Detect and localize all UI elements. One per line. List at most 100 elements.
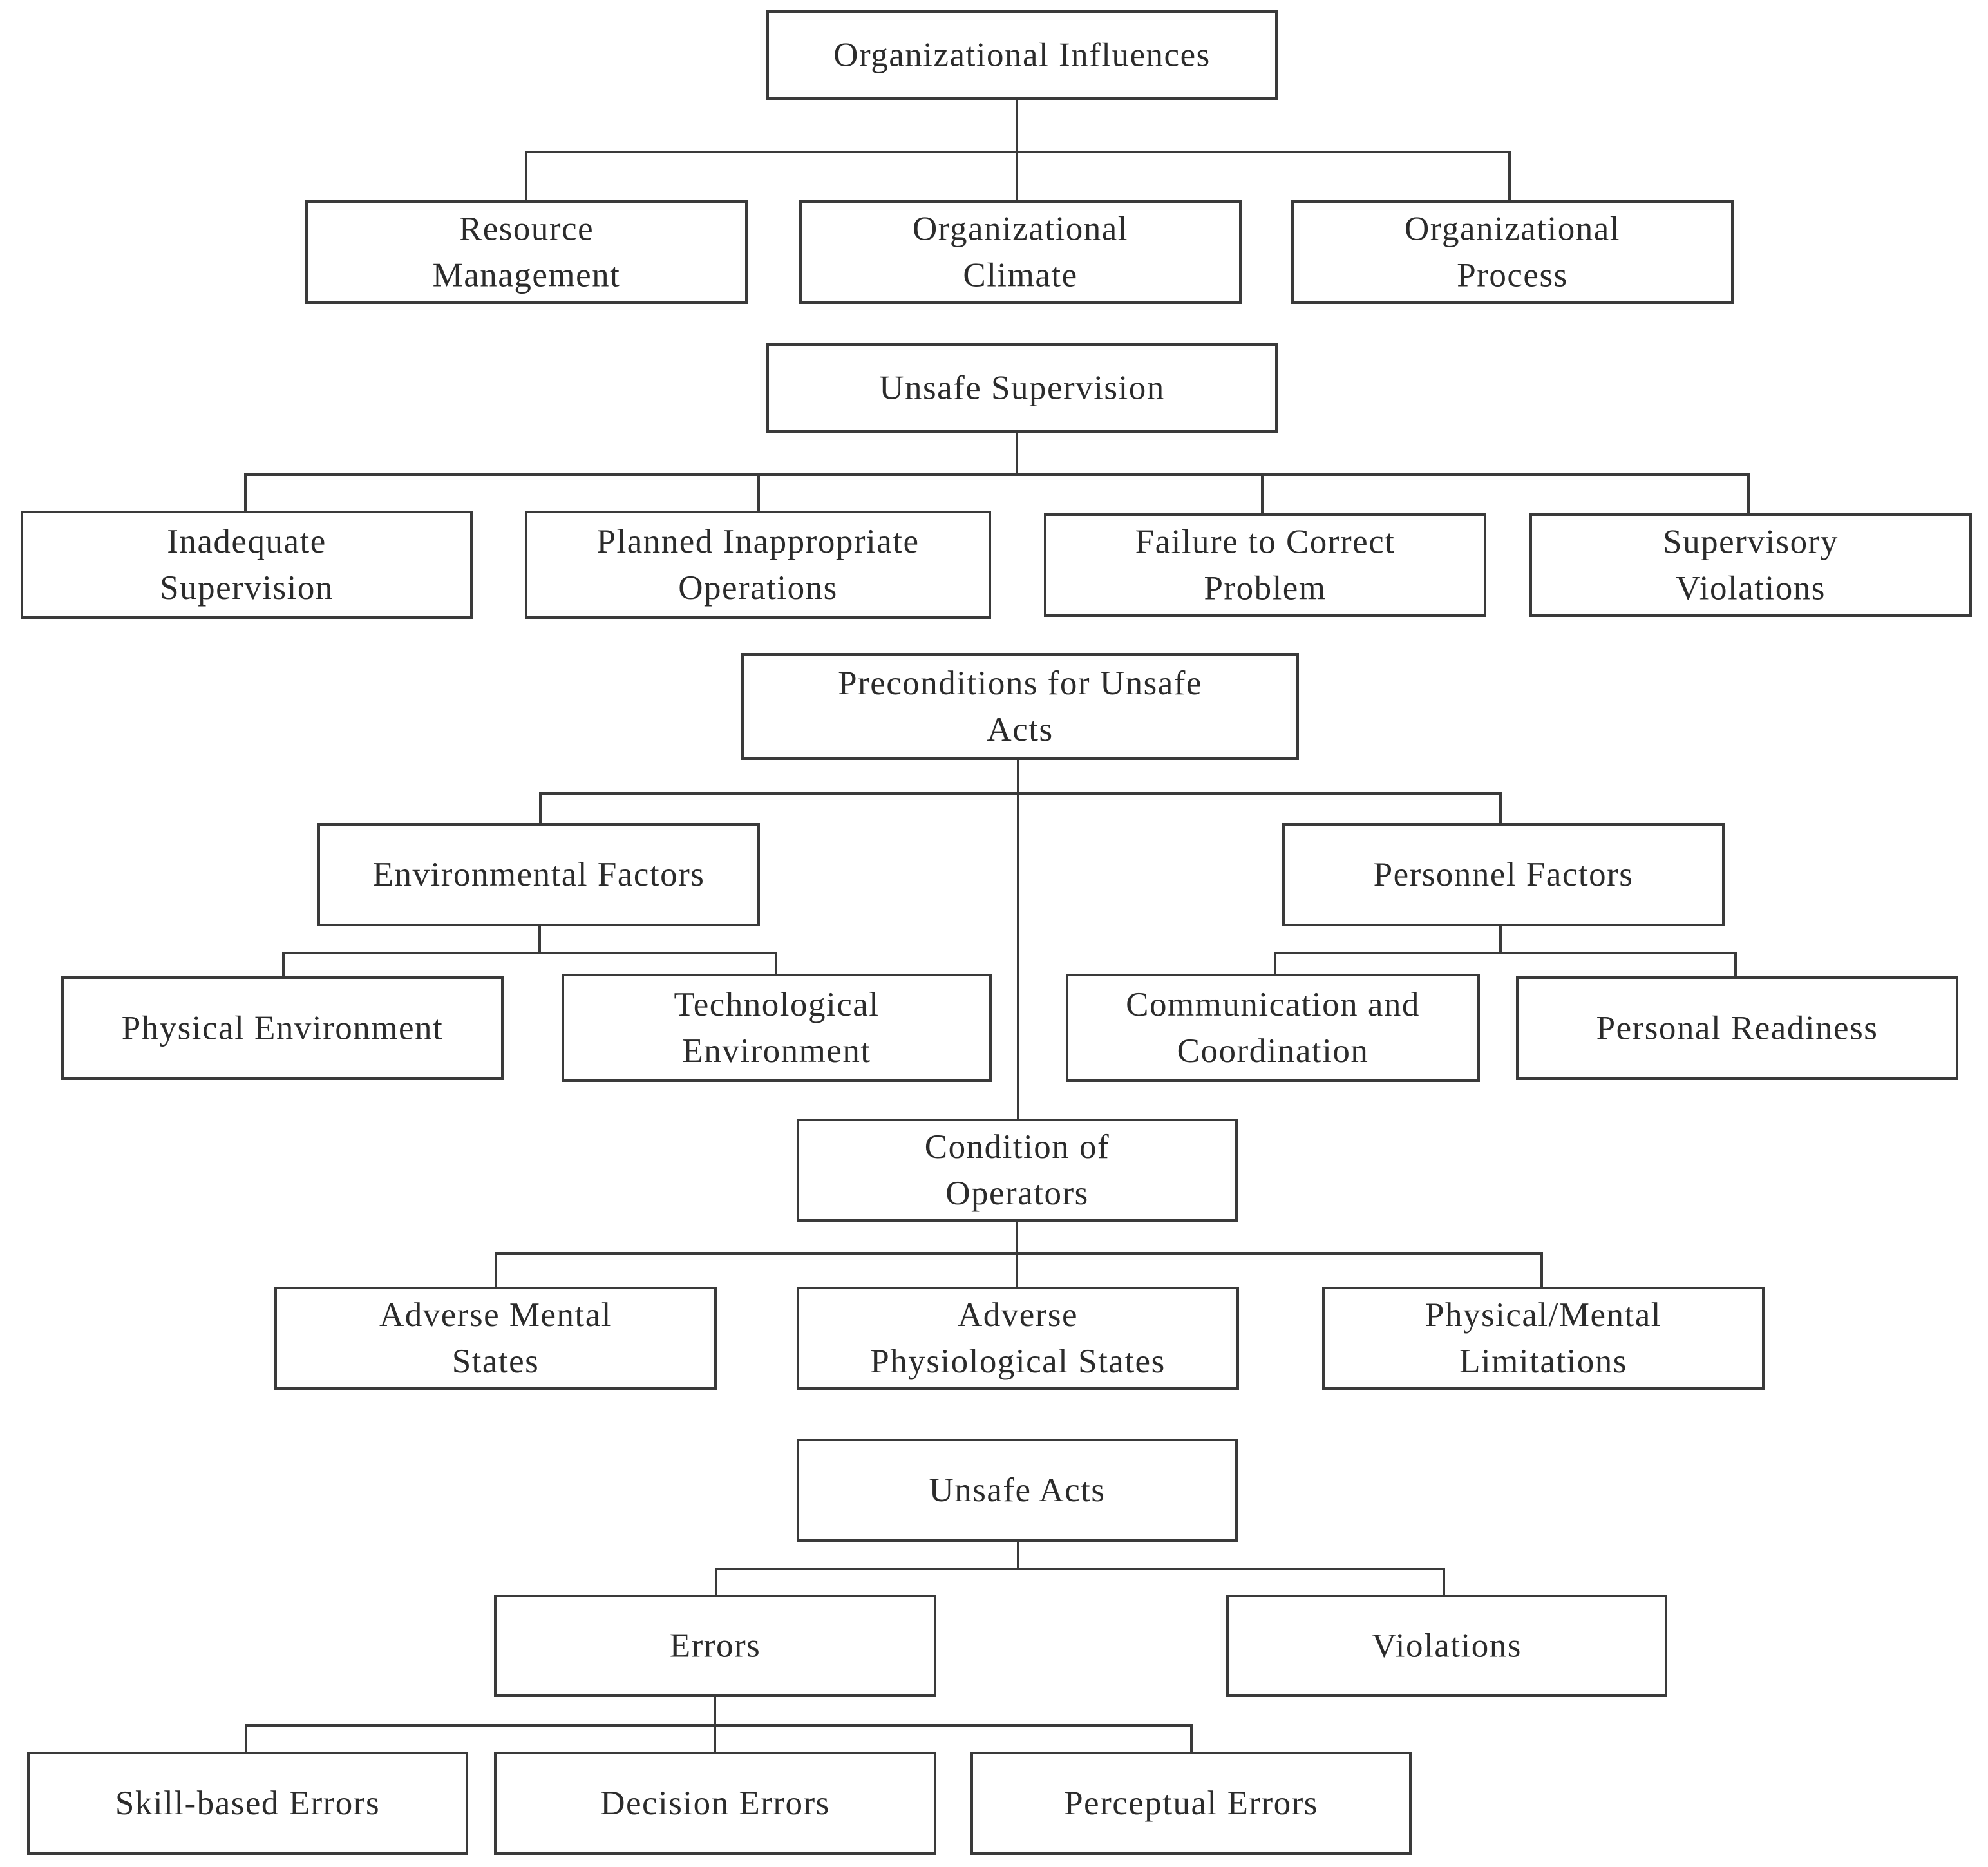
- node-decision-errors: Decision Errors: [494, 1752, 936, 1855]
- node-organizational-influences: Organizational Influences: [766, 10, 1278, 100]
- node-label-skill-based-errors-line-1: Skill-based Errors: [115, 1785, 380, 1822]
- connector-personnel-factors: [1274, 924, 1737, 979]
- connectors: [244, 97, 1750, 1754]
- node-label-organizational-climate-line-1: Organizational: [913, 211, 1128, 248]
- node-label-planned-inappropriate-operations-line-1: Planned Inappropriate: [597, 523, 920, 560]
- node-box-preconditions-for-unsafe-acts: [741, 653, 1299, 760]
- node-box-condition-of-operators: [797, 1119, 1238, 1222]
- node-label-adverse-mental-states-line-1: Adverse Mental: [379, 1296, 612, 1334]
- node-box-unsafe-acts: [797, 1439, 1238, 1542]
- connector-errors: [245, 1694, 1193, 1754]
- node-label-resource-management-line-1: Resource: [459, 211, 594, 248]
- connector-organizational-influences: [525, 97, 1511, 203]
- node-errors: Errors: [494, 1595, 936, 1697]
- node-label-technological-environment-line-1: Technological: [674, 986, 880, 1023]
- node-perceptual-errors: Perceptual Errors: [970, 1752, 1412, 1855]
- node-label-resource-management-line-2: Management: [433, 257, 621, 294]
- node-label-unsafe-supervision-line-1: Unsafe Supervision: [879, 370, 1165, 407]
- node-physical-environment: Physical Environment: [61, 976, 504, 1080]
- node-box-adverse-mental-states: [274, 1287, 717, 1390]
- node-condition-of-operators: Condition of Operators: [797, 1119, 1238, 1222]
- node-box-unsafe-supervision: [766, 343, 1278, 433]
- node-box-physical-environment: [61, 976, 504, 1080]
- node-label-inadequate-supervision-line-1: Inadequate: [167, 523, 326, 560]
- node-box-communication-and-coordination: [1066, 974, 1480, 1082]
- node-label-organizational-climate-line-2: Climate: [963, 257, 1077, 294]
- node-box-decision-errors: [494, 1752, 936, 1855]
- node-label-physical-mental-limitations-line-1: Physical/Mental: [1425, 1296, 1661, 1334]
- node-unsafe-supervision: Unsafe Supervision: [766, 343, 1278, 433]
- node-label-preconditions-for-unsafe-acts-line-2: Acts: [987, 711, 1053, 748]
- node-box-inadequate-supervision: [21, 511, 473, 619]
- node-label-condition-of-operators-line-2: Operators: [945, 1175, 1088, 1212]
- node-box-personal-readiness: [1516, 976, 1958, 1080]
- node-box-technological-environment: [562, 974, 992, 1082]
- node-box-organizational-climate: [799, 200, 1242, 304]
- node-label-communication-and-coordination-line-2: Coordination: [1177, 1032, 1369, 1070]
- node-box-failure-to-correct-problem: [1044, 513, 1486, 617]
- node-box-violations: [1226, 1595, 1667, 1697]
- node-personal-readiness: Personal Readiness: [1516, 976, 1958, 1080]
- node-label-personnel-factors-line-1: Personnel Factors: [1374, 856, 1634, 893]
- node-label-organizational-process-line-1: Organizational: [1405, 211, 1620, 248]
- node-label-supervisory-violations-line-1: Supervisory: [1663, 524, 1839, 561]
- connector-environmental-factors: [282, 924, 777, 979]
- node-label-technological-environment-line-2: Environment: [682, 1032, 871, 1070]
- connector-unsafe-acts: [715, 1539, 1445, 1597]
- node-box-personnel-factors: [1282, 823, 1725, 926]
- node-label-planned-inappropriate-operations-line-2: Operations: [678, 569, 838, 607]
- node-label-condition-of-operators-line-1: Condition of: [925, 1128, 1110, 1166]
- node-label-failure-to-correct-problem-line-1: Failure to Correct: [1135, 524, 1396, 561]
- node-box-organizational-process: [1291, 200, 1734, 304]
- node-box-errors: [494, 1595, 936, 1697]
- node-box-adverse-physiological-states: [797, 1287, 1239, 1390]
- node-label-adverse-physiological-states-line-1: Adverse: [958, 1296, 1078, 1334]
- node-label-preconditions-for-unsafe-acts-line-1: Preconditions for Unsafe: [838, 665, 1202, 702]
- connector-condition-of-operators: [495, 1219, 1543, 1289]
- node-label-unsafe-acts-line-1: Unsafe Acts: [929, 1472, 1105, 1509]
- node-label-environmental-factors-line-1: Environmental Factors: [373, 856, 705, 893]
- node-box-supervisory-violations: [1529, 513, 1972, 617]
- node-box-environmental-factors: [317, 823, 760, 926]
- node-box-planned-inappropriate-operations: [525, 511, 991, 619]
- node-label-organizational-influences-line-1: Organizational Influences: [833, 37, 1210, 74]
- node-label-supervisory-violations-line-2: Violations: [1676, 570, 1826, 607]
- node-box-perceptual-errors: [970, 1752, 1412, 1855]
- node-box-organizational-influences: [766, 10, 1278, 100]
- node-label-communication-and-coordination-line-1: Communication and: [1126, 986, 1420, 1023]
- node-label-adverse-mental-states-line-2: States: [452, 1343, 540, 1380]
- nodes: Organizational InfluencesResourceManagem…: [21, 10, 1972, 1855]
- node-environmental-factors: Environmental Factors: [317, 823, 760, 926]
- node-box-resource-management: [305, 200, 748, 304]
- node-skill-based-errors: Skill-based Errors: [27, 1752, 468, 1855]
- node-label-perceptual-errors-line-1: Perceptual Errors: [1064, 1785, 1318, 1822]
- node-box-skill-based-errors: [27, 1752, 468, 1855]
- node-violations: Violations: [1226, 1595, 1667, 1697]
- node-unsafe-acts: Unsafe Acts: [797, 1439, 1238, 1542]
- node-label-personal-readiness-line-1: Personal Readiness: [1596, 1010, 1879, 1047]
- node-personnel-factors: Personnel Factors: [1282, 823, 1725, 926]
- node-label-violations-line-1: Violations: [1372, 1627, 1522, 1665]
- connector-preconditions: [539, 757, 1502, 1121]
- node-label-decision-errors-line-1: Decision Errors: [600, 1785, 830, 1822]
- connector-unsafe-supervision: [244, 430, 1750, 516]
- node-label-inadequate-supervision-line-2: Supervision: [160, 569, 334, 607]
- node-box-physical-mental-limitations: [1322, 1287, 1765, 1390]
- node-label-physical-mental-limitations-line-2: Limitations: [1459, 1343, 1627, 1380]
- node-label-errors-line-1: Errors: [670, 1627, 761, 1665]
- node-label-organizational-process-line-2: Process: [1457, 257, 1567, 294]
